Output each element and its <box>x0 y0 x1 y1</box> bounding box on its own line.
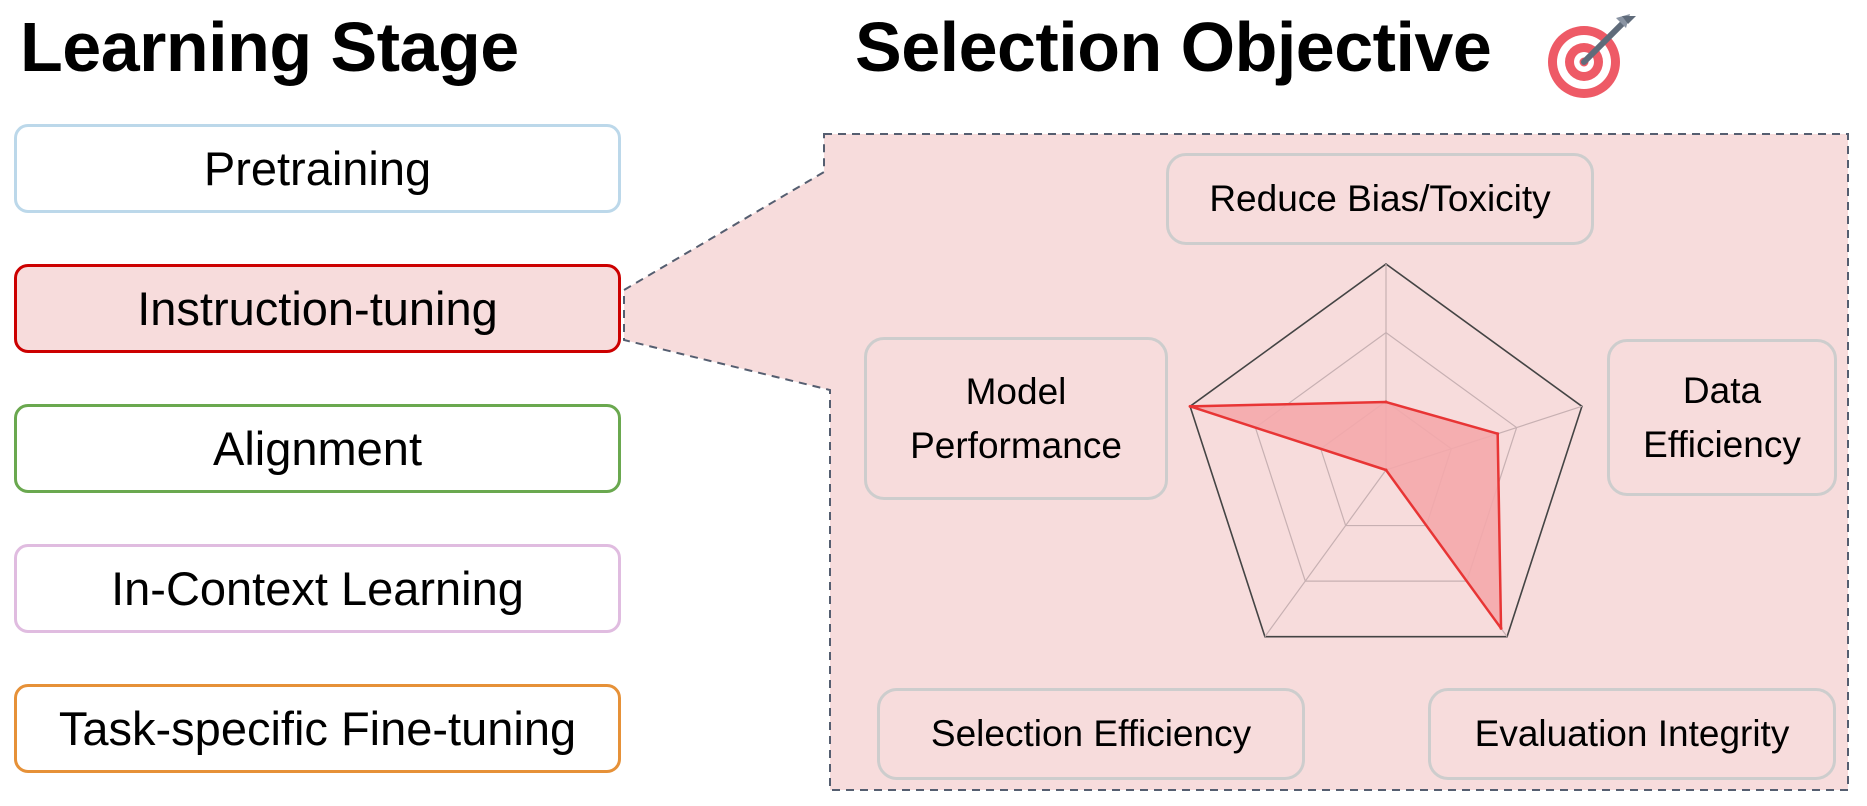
radar-spoke <box>1264 469 1387 638</box>
radar-point <box>1496 432 1500 436</box>
target-icon <box>1548 14 1636 98</box>
radar-point <box>1384 400 1388 404</box>
radar-point <box>1384 468 1388 472</box>
stage-task-specific-fine-tuning[interactable]: Task-specific Fine-tuning <box>14 684 621 773</box>
objective-data-efficiency: Data Efficiency <box>1607 339 1837 496</box>
stage-alignment[interactable]: Alignment <box>14 404 621 493</box>
objective-reduce-bias-toxicity: Reduce Bias/Toxicity <box>1166 153 1594 245</box>
radar-outline <box>1189 263 1583 638</box>
objective-model-performance: Model Performance <box>864 337 1168 500</box>
stage-instruction-tuning[interactable]: Instruction-tuning <box>14 264 621 353</box>
learning-stage-heading: Learning Stage <box>20 8 519 86</box>
objective-evaluation-integrity: Evaluation Integrity <box>1428 688 1836 780</box>
objective-panel-callout <box>623 133 1849 791</box>
radar-chart <box>1188 263 1583 638</box>
radar-point <box>1499 626 1503 630</box>
stage-pretraining[interactable]: Pretraining <box>14 124 621 213</box>
selection-objective-heading: Selection Objective <box>855 8 1492 86</box>
stage-in-context-learning[interactable]: In-Context Learning <box>14 544 621 633</box>
objective-selection-efficiency: Selection Efficiency <box>877 688 1305 780</box>
radar-point <box>1188 404 1192 408</box>
radar-series-area <box>1188 400 1503 630</box>
